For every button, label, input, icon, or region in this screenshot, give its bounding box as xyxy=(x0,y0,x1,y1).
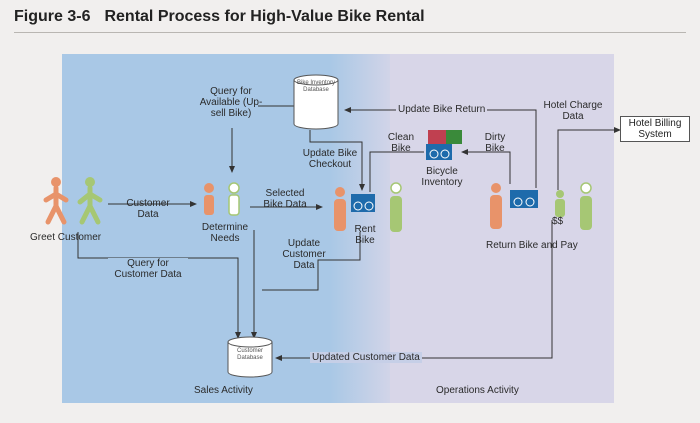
title-rule xyxy=(14,32,686,33)
label-customer-data: Customer Data xyxy=(126,198,170,220)
bike-return-line xyxy=(510,109,537,188)
label-operations-activity: Operations Activity xyxy=(436,385,519,396)
label-return-bike-pay: Return Bike and Pay xyxy=(486,240,578,251)
label-money: $$ xyxy=(552,216,564,227)
label-clean-bike: Clean Bike xyxy=(387,132,415,154)
rent-bike-icon xyxy=(334,182,402,232)
update-customer-line xyxy=(262,232,361,291)
label-update-bike-return: Update Bike Return xyxy=(396,104,488,115)
label-dirty-bike: Dirty Bike xyxy=(484,132,506,154)
checkout-line xyxy=(309,130,365,191)
walking-customer-icon xyxy=(43,177,69,225)
label-selected-bike-data: Selected Bike Data xyxy=(263,188,307,210)
label-update-customer-data: Update Customer Data xyxy=(282,238,326,271)
label-update-bike-checkout: Update Bike Checkout xyxy=(302,148,358,170)
hotel-billing-system-box: Hotel Billing System xyxy=(620,116,690,142)
label-greet-customer: Greet Customer xyxy=(30,232,102,243)
clean-bike-line xyxy=(369,151,424,192)
label-bike-inventory-db: Bike Inventory Database xyxy=(296,80,336,93)
label-rent-bike: Rent Bike xyxy=(354,224,376,246)
customer-database xyxy=(227,336,273,378)
hotel-charge-line xyxy=(557,127,621,190)
return-bike-icon xyxy=(490,182,592,230)
label-query-customer-data: Query for Customer Data xyxy=(108,258,188,280)
bike-inventory-database xyxy=(293,74,339,130)
label-sales-activity: Sales Activity xyxy=(194,385,253,396)
figure-number: Figure 3-6 xyxy=(14,8,91,25)
label-bicycle-inventory: Bicycle Inventory xyxy=(421,166,463,188)
determine-needs-icon xyxy=(204,182,240,216)
label-customer-db: Customer Database xyxy=(236,348,263,361)
figure-title: Figure 3-6 Rental Process for High-Value … xyxy=(14,8,425,26)
label-query-available: Query for Available (Up-sell Bike) xyxy=(199,86,263,119)
greeter-icon xyxy=(77,177,103,225)
label-determine-needs: Determine Needs xyxy=(201,222,249,244)
bicycle-inventory-icon xyxy=(426,130,462,160)
label-updated-customer-data: Updated Customer Data xyxy=(310,352,422,363)
figure-name: Rental Process for High-Value Bike Renta… xyxy=(104,8,425,25)
label-hotel-charge-data: Hotel Charge Data xyxy=(543,100,603,122)
dirty-bike-line xyxy=(461,149,511,184)
